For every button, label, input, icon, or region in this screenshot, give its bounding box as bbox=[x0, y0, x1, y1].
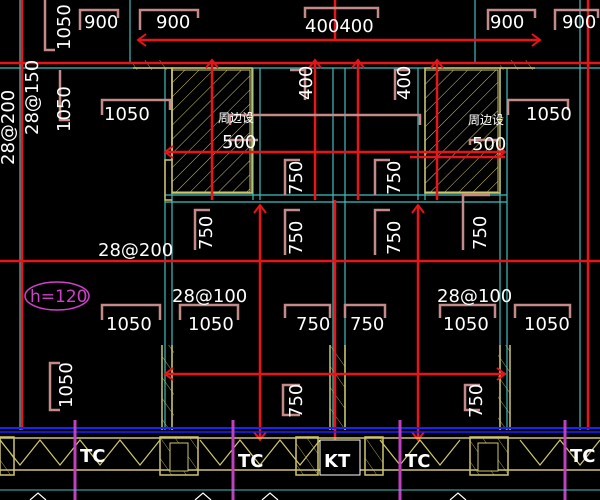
dim-500-a: 500 bbox=[222, 132, 256, 153]
dim-400-b: 400 bbox=[394, 66, 415, 100]
rebar-28-150: 28@150 bbox=[22, 60, 43, 135]
slab-note-ellipse bbox=[24, 281, 90, 311]
rebar-28-100-a: 28@100 bbox=[172, 286, 247, 307]
rebar-28-200-horizontal: 28@200 bbox=[98, 240, 173, 261]
dim-1050-left: 1050 bbox=[104, 104, 150, 125]
tag-tc-1: TC bbox=[80, 446, 106, 467]
bottom-truss-strip bbox=[0, 420, 600, 500]
dim-1050-bottom-left-vertical: 1050 bbox=[56, 362, 77, 408]
tag-tc-4: TC bbox=[570, 446, 596, 467]
dim-750-6: 750 bbox=[470, 216, 491, 250]
dim-1050-r1: 1050 bbox=[106, 314, 152, 335]
dim-900-c: 900 bbox=[490, 12, 524, 33]
dim-900-d: 900 bbox=[562, 12, 596, 33]
edge-note-b: 周边设 bbox=[468, 113, 504, 127]
element-tags: TC TC KT TC TC bbox=[80, 446, 596, 472]
dim-750-1: 750 bbox=[286, 161, 307, 195]
dim-1050-left-vertical: 1050 bbox=[54, 86, 75, 132]
tag-tc-3: TC bbox=[405, 451, 431, 472]
rebar-28-100-b: 28@100 bbox=[437, 286, 512, 307]
dim-750-4: 750 bbox=[286, 221, 307, 255]
tag-kt: KT bbox=[324, 451, 351, 472]
dim-1050-r3: 1050 bbox=[443, 314, 489, 335]
rebar-28-200-vertical: 28@200 bbox=[0, 90, 19, 165]
dim-1050-r2: 1050 bbox=[188, 314, 234, 335]
note-texts: h=120 周边设 周边设 bbox=[30, 111, 504, 307]
dim-750-3: 750 bbox=[196, 216, 217, 250]
dim-1050-top-left-vertical: 1050 bbox=[54, 4, 75, 50]
dim-1050-right: 1050 bbox=[526, 104, 572, 125]
dim-900-b: 900 bbox=[156, 12, 190, 33]
dim-750-h2: 750 bbox=[350, 314, 384, 335]
dim-900-a: 900 bbox=[84, 12, 118, 33]
dim-500-b: 500 bbox=[472, 134, 506, 155]
dim-750-2: 750 bbox=[384, 161, 405, 195]
dim-750-5: 750 bbox=[384, 221, 405, 255]
dim-750-7: 750 bbox=[286, 384, 307, 418]
dim-400-a: 400 bbox=[296, 66, 317, 100]
dim-750-h1: 750 bbox=[296, 314, 330, 335]
edge-note-a: 周边设 bbox=[218, 111, 254, 125]
rebar-spec-texts: 28@150 28@200 28@200 28@100 28@100 bbox=[0, 60, 512, 307]
slab-thickness-note: h=120 bbox=[30, 287, 87, 307]
dim-400400: 400400 bbox=[305, 16, 374, 37]
dimension-brackets bbox=[43, 0, 600, 417]
rebar-arrow-ticks bbox=[136, 33, 542, 442]
bottom-tick-marks bbox=[29, 492, 467, 500]
dim-1050-r4: 1050 bbox=[524, 314, 570, 335]
rebar-lines bbox=[0, 0, 600, 440]
dim-750-8: 750 bbox=[466, 384, 487, 418]
dimension-texts: 900 900 900 900 400400 1050 1050 1050 10… bbox=[54, 4, 596, 418]
tag-tc-2: TC bbox=[238, 451, 264, 472]
